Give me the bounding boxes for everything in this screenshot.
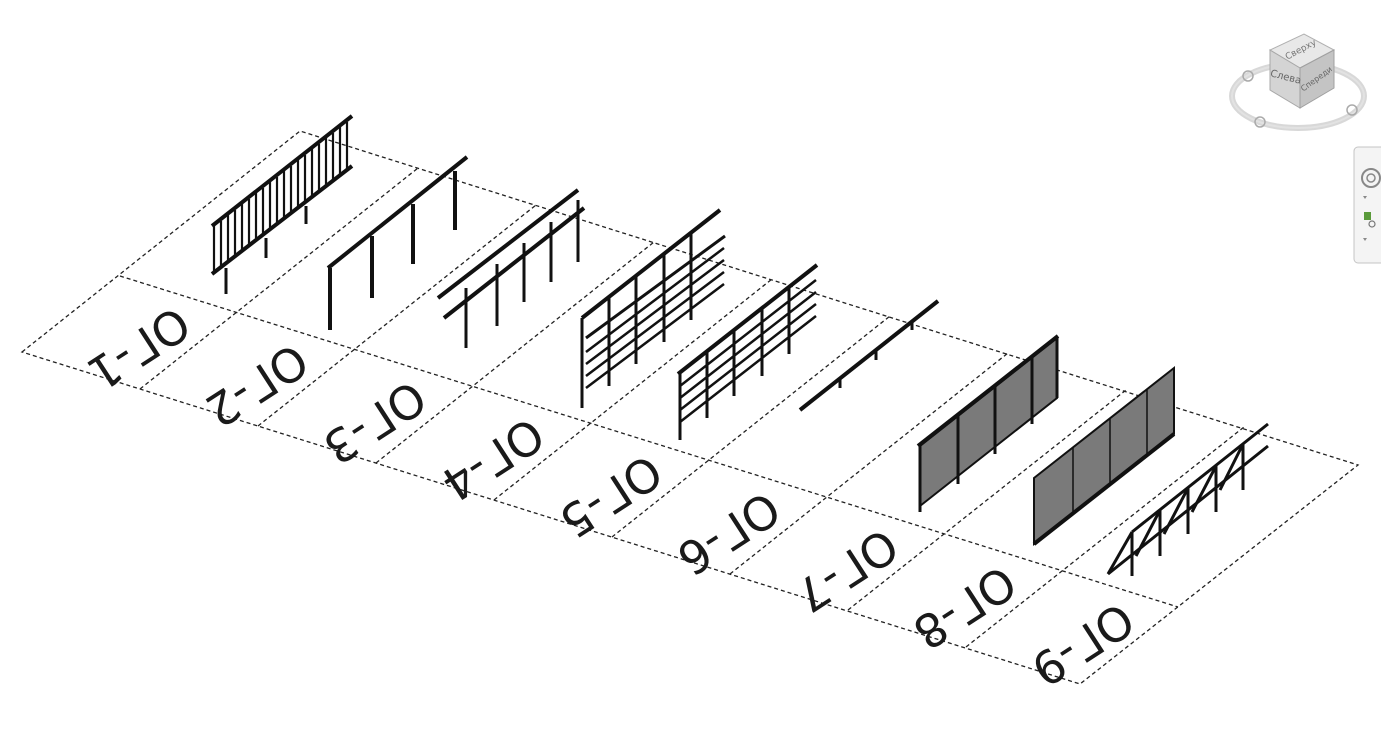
railing-og-1[interactable] xyxy=(210,114,354,294)
railing-label-3: ОГ-3 xyxy=(314,370,436,475)
railing-og-3[interactable] xyxy=(436,188,586,348)
railing-og-2[interactable] xyxy=(326,155,469,330)
railing-og-5[interactable] xyxy=(676,263,819,440)
railing-label-4: ОГ-4 xyxy=(432,407,554,512)
ground-outline xyxy=(20,130,1360,685)
zoom-icon xyxy=(1364,212,1371,220)
viewcube-rotate-right-icon xyxy=(1346,104,1358,116)
railing-label-5: ОГ-5 xyxy=(550,444,672,549)
viewcube-rotate-left-icon xyxy=(1242,70,1254,82)
railing-og-8[interactable] xyxy=(1032,365,1176,547)
steering-wheel-icon xyxy=(1361,168,1381,188)
railing-label-6: ОГ-6 xyxy=(668,481,790,586)
railing-og-6[interactable] xyxy=(798,299,940,412)
viewcube[interactable]: Сверху Слева Спереди xyxy=(1228,26,1368,136)
railing-label-7: ОГ-7 xyxy=(786,518,908,623)
railing-og-7[interactable] xyxy=(916,334,1060,512)
viewcube-compass-icon xyxy=(1254,116,1266,128)
railing-label-8: ОГ-8 xyxy=(904,555,1026,660)
navigation-bar[interactable] xyxy=(1353,146,1381,264)
railing-label-2: ОГ-2 xyxy=(196,333,318,438)
railing-label-1: ОГ-1 xyxy=(78,296,200,401)
railing-og-9[interactable] xyxy=(1106,422,1269,576)
railing-og-4[interactable] xyxy=(580,208,726,408)
